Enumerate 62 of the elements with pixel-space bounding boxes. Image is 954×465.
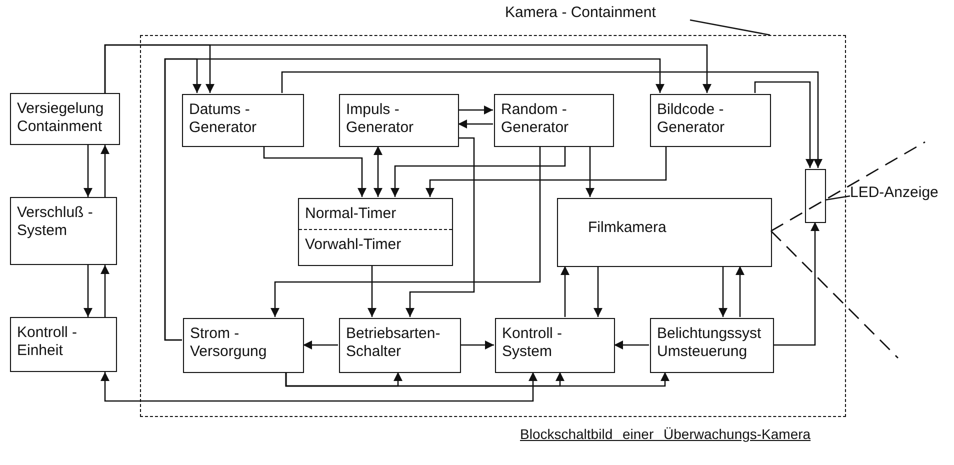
arrow xyxy=(263,146,367,197)
arrow xyxy=(593,266,603,317)
leader-line xyxy=(690,19,770,36)
block-label: Bildcode - Generator xyxy=(657,101,726,137)
arrow xyxy=(83,145,93,197)
arrow xyxy=(773,222,820,346)
arrow xyxy=(100,145,110,197)
arrow xyxy=(100,372,538,402)
arrow xyxy=(458,105,493,115)
arrow xyxy=(754,81,815,168)
arrow xyxy=(458,119,493,129)
block-label: Strom - Versorgung xyxy=(190,325,268,361)
containment-frame xyxy=(140,35,846,417)
arrow xyxy=(285,372,565,387)
block-box xyxy=(10,197,117,265)
arrow xyxy=(83,265,93,317)
arrow xyxy=(367,265,377,317)
block-label: Impuls - Generator xyxy=(346,101,415,137)
block-box xyxy=(183,318,304,373)
arrow xyxy=(104,44,712,93)
arrow xyxy=(560,266,570,317)
block-box xyxy=(298,198,453,266)
arrow xyxy=(425,146,667,197)
display-box xyxy=(805,169,826,223)
block-label: Kontroll - Einheit xyxy=(17,324,78,360)
caption: Blockschaltbild einer Überwachungs-Kamera xyxy=(520,426,810,442)
block-box xyxy=(494,94,614,147)
block-box xyxy=(10,93,120,145)
block-box xyxy=(339,94,459,147)
block-box xyxy=(557,198,772,267)
arrow xyxy=(614,340,649,350)
block-label: Vorwahl-Timer xyxy=(305,236,402,254)
leader-line xyxy=(824,195,850,201)
block-box xyxy=(339,318,461,373)
block-label: Datums - Generator xyxy=(189,101,258,137)
block-label: Filmkamera xyxy=(588,219,668,237)
block-box xyxy=(495,318,615,373)
arrow xyxy=(585,146,595,197)
block-box xyxy=(650,318,774,373)
arrow xyxy=(281,71,823,168)
arrow xyxy=(373,146,383,197)
block-label: Kontroll - System xyxy=(502,325,564,361)
arrow xyxy=(405,137,475,317)
callout-text: Kamera - Containment xyxy=(505,4,656,22)
arrow xyxy=(303,340,338,350)
block-label: Verschluß - System xyxy=(17,204,94,240)
block-label: Belichtungssyst Umsteuerung xyxy=(657,325,762,361)
block-box xyxy=(10,317,117,372)
block-label: Betriebsarten-Schalter xyxy=(346,325,442,361)
arrow xyxy=(390,146,566,197)
arrow xyxy=(718,266,728,317)
arrow xyxy=(100,265,110,317)
arrow xyxy=(164,58,665,341)
arrow xyxy=(735,266,745,317)
block-label: Normal-Timer xyxy=(305,205,398,223)
block-box xyxy=(650,94,771,147)
block-label: Random - Generator xyxy=(501,101,570,137)
arrow xyxy=(460,340,494,350)
block-label: Versiegelung Containment xyxy=(17,100,105,136)
callout-text: LED-Anzeige xyxy=(850,184,938,202)
arrow xyxy=(270,146,541,317)
block-box xyxy=(182,94,304,147)
